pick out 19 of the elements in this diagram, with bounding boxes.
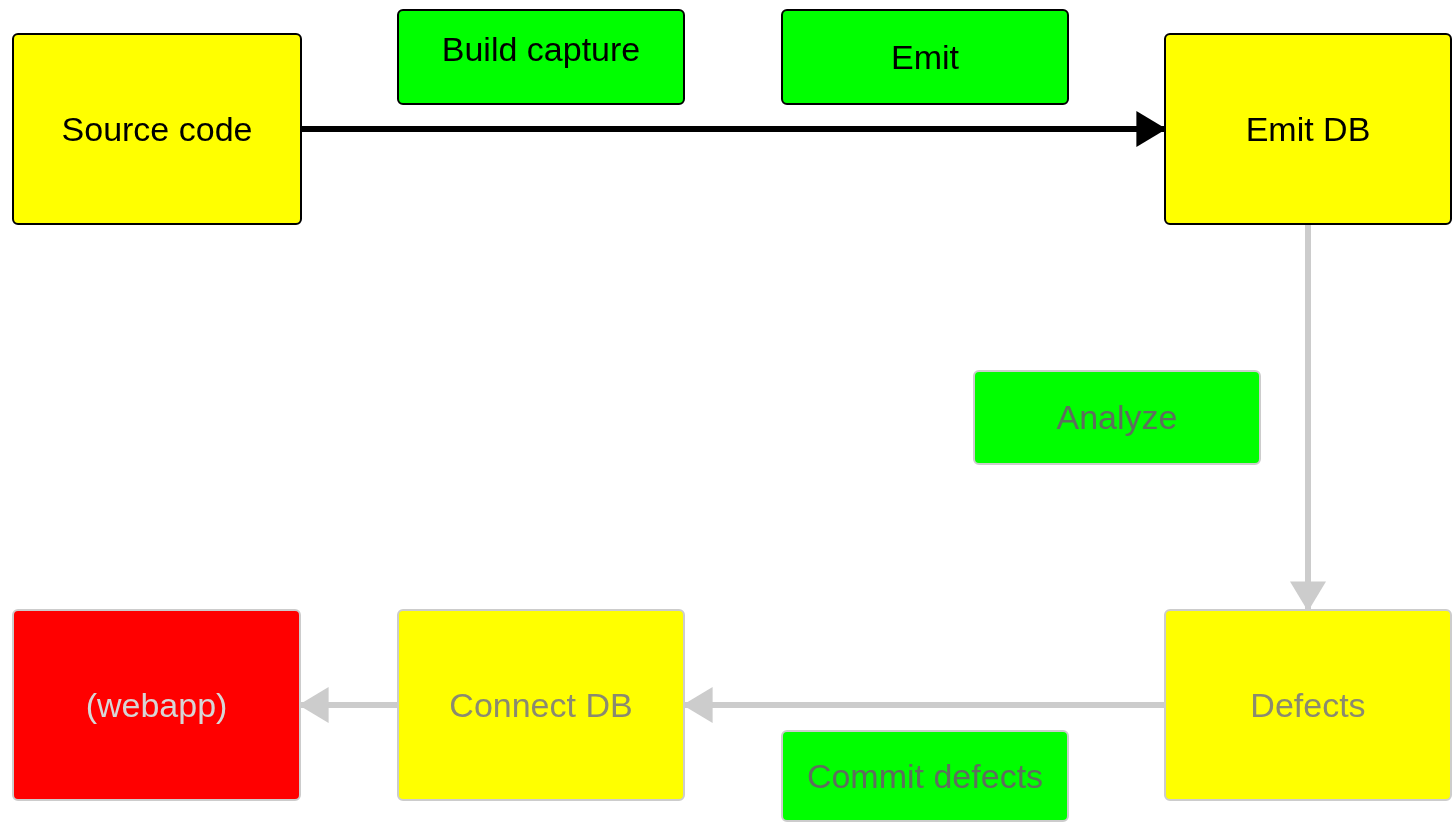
process-box [973,370,1261,465]
arrow [1290,225,1326,612]
box-label: Source code [61,108,253,150]
process-box [781,730,1069,822]
box-label: Emit [891,36,959,78]
process-box [12,609,301,801]
process-box [1164,33,1452,225]
box-label: Connect DB [449,684,633,726]
box-label: Analyze [1056,397,1178,439]
process-box [1164,609,1452,801]
box-label: (webapp) [85,684,228,726]
process-box [12,33,302,225]
process-box [781,9,1069,105]
box-label: Commit defects [806,755,1044,797]
process-box [397,609,685,801]
process-box [397,9,685,105]
box-label: Build capture [441,28,641,70]
box-label: Defects [1250,684,1366,726]
box-label: Emit DB [1245,108,1371,150]
